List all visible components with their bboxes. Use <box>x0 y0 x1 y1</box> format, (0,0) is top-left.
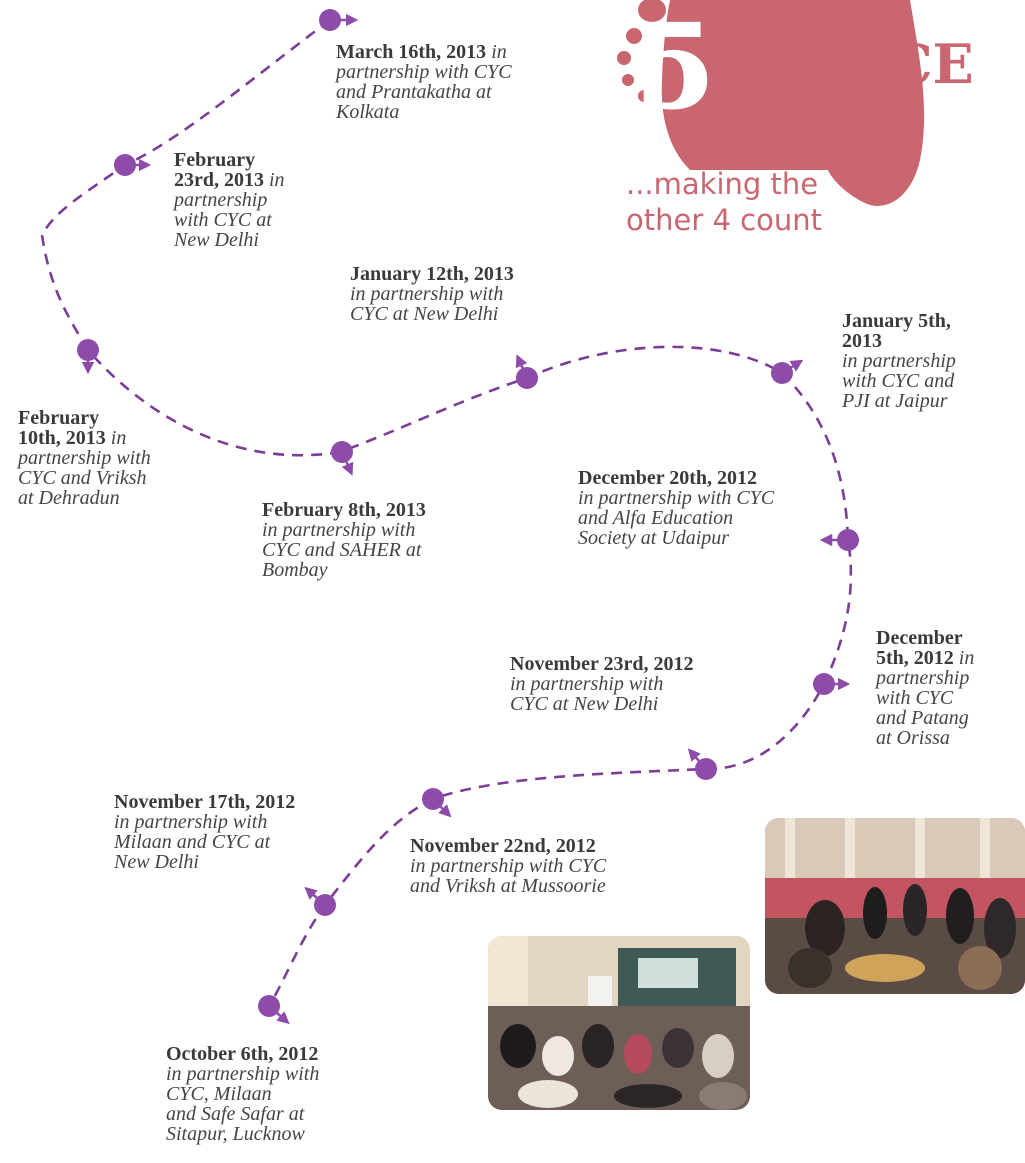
event-desc: with CYC <box>876 687 954 709</box>
timeline-dot <box>516 367 538 389</box>
event-date: November 23rd, 2012 <box>510 653 694 675</box>
timeline-dot <box>258 995 280 1017</box>
timeline-dot <box>837 529 859 551</box>
event-nov17: November 17th, 2012 in partnership with … <box>114 792 295 872</box>
event-desc: and Vriksh at Mussoorie <box>410 875 606 897</box>
event-desc: Kolkata <box>336 101 400 123</box>
event-desc: Bombay <box>262 559 328 581</box>
fifth-space-logo: 5 th SPACE <box>600 0 980 240</box>
event-mar16: March 16th, 2013 in partnership with CYC… <box>336 42 512 122</box>
workshop-photo-classroom <box>488 936 750 1110</box>
event-feb23: February 23rd, 2013 in partnership with … <box>174 150 285 250</box>
event-date: February <box>18 407 100 429</box>
event-desc: Milaan and CYC at <box>114 831 271 853</box>
event-desc: and Prantakatha at <box>336 81 492 103</box>
event-desc: partnership <box>174 189 268 211</box>
event-desc: at Orissa <box>876 727 950 749</box>
event-date: March 16th, 2013 <box>336 41 487 63</box>
event-desc: Sitapur, Lucknow <box>166 1123 305 1145</box>
event-nov23: November 23rd, 2012 in partnership with … <box>510 654 694 714</box>
timeline-dot <box>114 154 136 176</box>
event-date: December 20th, 2012 <box>578 467 758 489</box>
event-desc: in partnership with CYC <box>578 487 775 509</box>
event-desc: CYC at New Delhi <box>510 693 659 715</box>
timeline-dot <box>695 758 717 780</box>
timeline-dot <box>319 9 341 31</box>
workshop-photo-circle <box>765 818 1025 994</box>
event-desc: in <box>958 647 975 669</box>
tagline-line-1: ...making the <box>626 167 819 201</box>
event-desc: PJI at Jaipur <box>842 390 948 412</box>
event-date: 5th, 2012 <box>876 647 954 669</box>
event-date: February 8th, 2013 <box>262 499 426 521</box>
event-oct6: October 6th, 2012 in partnership with CY… <box>166 1044 319 1144</box>
event-date: 2013 <box>842 330 882 352</box>
event-feb10: February 10th, 2013 in partnership with … <box>18 408 151 508</box>
event-nov22: November 22nd, 2012 in partnership with … <box>410 836 606 896</box>
event-desc: in partnership with <box>350 283 504 305</box>
event-desc: partnership <box>876 667 970 689</box>
timeline-dashed-line <box>40 18 853 1007</box>
event-desc: and Patang <box>876 707 969 729</box>
timeline-dot <box>77 339 99 361</box>
logo-tagline: ...making the other 4 count <box>626 166 822 238</box>
footprint-logo-icon: 5 th <box>617 0 925 206</box>
event-date: 10th, 2013 <box>18 427 106 449</box>
event-desc: CYC, Milaan <box>166 1083 272 1105</box>
event-jan5: January 5th, 2013 in partnership with CY… <box>842 311 956 411</box>
logo-superscript: th <box>705 0 753 46</box>
timeline-dot <box>331 441 353 463</box>
timeline-dot <box>771 362 793 384</box>
event-desc: in <box>269 169 285 191</box>
event-feb8: February 8th, 2013 in partnership with C… <box>262 500 426 580</box>
event-jan12: January 12th, 2013 in partnership with C… <box>350 264 514 324</box>
event-desc: CYC at New Delhi <box>350 303 499 325</box>
event-desc: in <box>110 427 127 449</box>
tagline-line-2: other 4 count <box>626 203 822 237</box>
event-date: January 12th, 2013 <box>350 263 514 285</box>
event-desc: Society at Udaipur <box>578 527 730 549</box>
event-date: November 17th, 2012 <box>114 791 296 813</box>
event-date: January 5th, <box>842 310 951 332</box>
event-desc: at Dehradun <box>18 487 120 509</box>
event-desc: and Safe Safar at <box>166 1103 305 1125</box>
event-desc: in <box>491 41 507 63</box>
event-desc: in partnership with CYC <box>410 855 607 877</box>
event-date: 23rd, 2013 <box>174 169 264 191</box>
event-desc: partnership with <box>18 447 151 469</box>
event-desc: and Alfa Education <box>578 507 734 529</box>
event-desc: in partnership <box>842 350 956 372</box>
event-desc: with CYC and <box>842 370 955 392</box>
event-date: December <box>876 627 963 649</box>
timeline-dot <box>422 788 444 810</box>
timeline-dot <box>813 673 835 695</box>
event-desc: in partnership with <box>114 811 268 833</box>
event-desc: New Delhi <box>174 229 259 251</box>
event-date: November 22nd, 2012 <box>410 835 596 857</box>
logo-word: SPACE <box>772 32 974 96</box>
event-desc: New Delhi <box>114 851 199 873</box>
event-desc: in partnership with <box>510 673 664 695</box>
event-desc: CYC and Vriksh <box>18 467 147 489</box>
event-desc: with CYC at <box>174 209 272 231</box>
event-date: February <box>174 149 256 171</box>
event-dec5: December 5th, 2012 in partnership with C… <box>876 628 974 748</box>
logo-number: 5 <box>634 0 716 136</box>
event-date: October 6th, 2012 <box>166 1043 319 1065</box>
event-dec20: December 20th, 2012 in partnership with … <box>578 468 774 548</box>
event-desc: CYC and SAHER at <box>262 539 422 561</box>
timeline-dot <box>314 894 336 916</box>
event-desc: in partnership with <box>262 519 416 541</box>
event-desc: partnership with CYC <box>336 61 512 83</box>
event-desc: in partnership with <box>166 1063 320 1085</box>
